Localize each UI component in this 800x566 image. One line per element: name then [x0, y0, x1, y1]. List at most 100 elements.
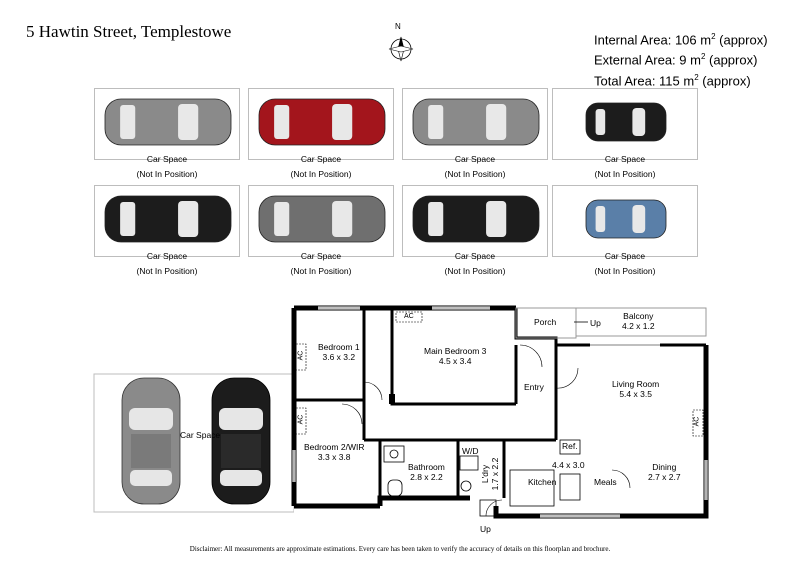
- property-address: 5 Hawtin Street, Templestowe: [26, 22, 232, 41]
- ac-living-room: AC: [693, 416, 701, 427]
- car-space-note: (Not In Position): [290, 266, 352, 276]
- up-label-stairs: Up: [480, 524, 491, 534]
- internal-area: Internal Area: 106 m2 (approx): [594, 32, 768, 48]
- dining-name: Dining: [652, 462, 677, 472]
- car-space-note: (Not In Position): [444, 266, 506, 276]
- car-space-label: Car Space: [454, 251, 496, 261]
- car-space-note: (Not In Position): [136, 266, 198, 276]
- car-space-label: Car Space: [604, 154, 646, 164]
- car-windscreen: [178, 201, 199, 237]
- wd-label: W/D: [462, 446, 479, 456]
- car-body: [258, 195, 386, 243]
- car-rear-window: [120, 202, 136, 236]
- compass-icon: [388, 36, 414, 62]
- car-top-view-icon: [585, 199, 667, 239]
- kitchen-meals-size: 4.4 x 3.0: [552, 460, 585, 470]
- north-letter: N: [395, 22, 401, 31]
- car-rear-window: [274, 202, 290, 236]
- car-body: [585, 199, 667, 239]
- car-body: [258, 98, 386, 146]
- bedroom-1-name: Bedroom 1: [318, 342, 360, 352]
- living-room-label: Living Room 5.4 x 3.5: [612, 379, 659, 399]
- car-space-box: [248, 88, 394, 160]
- kitchen-label: Kitchen: [528, 477, 557, 487]
- car-rear-window: [120, 105, 136, 139]
- bedroom-1-label: Bedroom 1 3.6 x 3.2: [318, 342, 360, 362]
- bathroom-name: Bathroom: [408, 462, 445, 472]
- dining-label: Dining 2.7 x 2.7: [648, 462, 681, 482]
- car-top-view-icon: [104, 195, 232, 243]
- car-windscreen: [486, 104, 507, 140]
- ref-label: Ref.: [562, 441, 578, 451]
- car-space-label: Car Space: [300, 154, 342, 164]
- laundry-name: L'dry: [480, 464, 490, 484]
- total-area: Total Area: 115 m2 (approx): [594, 72, 751, 88]
- car-windscreen: [486, 201, 507, 237]
- car-body: [412, 98, 540, 146]
- car-top-view-icon: [412, 98, 540, 146]
- car-rear-window: [595, 206, 606, 232]
- carport-car-grey: [121, 377, 181, 505]
- main-bedroom-name: Main Bedroom 3: [424, 346, 487, 356]
- car-space-label: Car Space: [146, 154, 188, 164]
- car-body: [585, 102, 667, 142]
- bedroom-2-label: Bedroom 2/WIR 3.3 x 3.8: [304, 442, 364, 462]
- bathroom-size: 2.8 x 2.2: [410, 472, 443, 482]
- car-space-note: (Not In Position): [594, 266, 656, 276]
- ac-bedroom-2: AC: [297, 414, 305, 425]
- car-rear-window: [428, 105, 444, 139]
- meals-label: Meals: [594, 477, 617, 487]
- car-rear-window: [274, 105, 290, 139]
- car-top-view-icon: [585, 102, 667, 142]
- up-label-porch: Up: [590, 318, 601, 328]
- car-windscreen: [332, 104, 353, 140]
- car-space-note: (Not In Position): [290, 169, 352, 179]
- bathroom-label: Bathroom 2.8 x 2.2: [408, 462, 445, 482]
- car-space-label: Car Space: [604, 251, 646, 261]
- bedroom-2-name: Bedroom 2/WIR: [304, 442, 365, 452]
- car-rear-window: [595, 109, 606, 135]
- laundry-label: L'dry 1.7 x 2.2: [480, 454, 500, 494]
- car-space-box: [248, 185, 394, 257]
- balcony-size: 4.2 x 1.2: [622, 321, 655, 331]
- ac-main-bedroom: AC: [404, 313, 414, 320]
- car-rear-window: [428, 202, 444, 236]
- car-top-view-icon: [104, 98, 232, 146]
- car-space-note: (Not In Position): [594, 169, 656, 179]
- car-space-box: [552, 88, 698, 160]
- laundry-size: 1.7 x 2.2: [490, 457, 500, 491]
- carport-car-black: [211, 377, 271, 505]
- car-body: [412, 195, 540, 243]
- car-top-view-icon: [412, 195, 540, 243]
- car-top-view-icon: [258, 195, 386, 243]
- car-top-view-icon: [258, 98, 386, 146]
- car-space-note: (Not In Position): [136, 169, 198, 179]
- bedroom-2-size: 3.3 x 3.8: [317, 452, 351, 462]
- car-body: [104, 98, 232, 146]
- car-space-label: Car Space: [454, 154, 496, 164]
- car-space-box: [94, 185, 240, 257]
- area-summary: Internal Area: 106 m2 (approx) External …: [594, 28, 768, 89]
- car-space-box: [402, 185, 548, 257]
- car-windscreen: [632, 205, 646, 233]
- dining-size: 2.7 x 2.7: [648, 472, 681, 482]
- porch-label: Porch: [534, 317, 557, 327]
- balcony-label: Balcony 4.2 x 1.2: [622, 311, 655, 331]
- ac-bedroom-1: AC: [297, 350, 305, 361]
- disclaimer: Disclaimer: All measurements are approxi…: [189, 545, 611, 553]
- main-bedroom-label: Main Bedroom 3 4.5 x 3.4: [424, 346, 486, 366]
- car-space-box: [552, 185, 698, 257]
- entry-label: Entry: [524, 382, 544, 392]
- north-compass: N: [384, 22, 418, 66]
- bedroom-1-size: 3.6 x 3.2: [322, 352, 356, 362]
- balcony-name: Balcony: [623, 311, 654, 321]
- car-windscreen: [632, 108, 646, 136]
- car-space-box: [402, 88, 548, 160]
- living-room-size: 5.4 x 3.5: [619, 389, 652, 399]
- car-space-note: (Not In Position): [444, 169, 506, 179]
- car-windscreen: [178, 104, 199, 140]
- car-body: [104, 195, 232, 243]
- carport-label: Car Space: [180, 430, 221, 440]
- main-bedroom-size: 4.5 x 3.4: [438, 356, 472, 366]
- car-space-box: [94, 88, 240, 160]
